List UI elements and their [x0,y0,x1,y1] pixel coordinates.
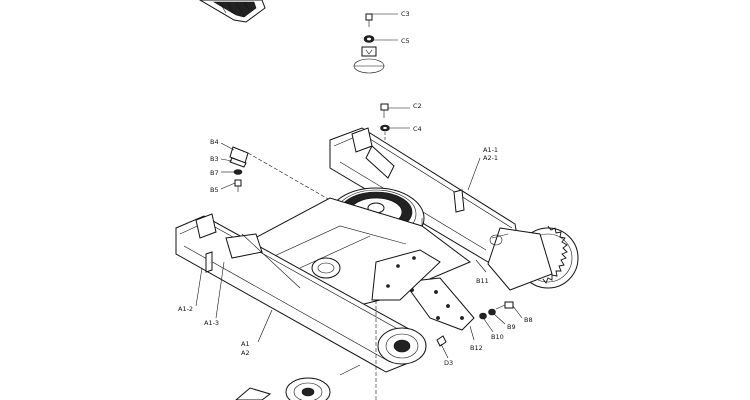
drive-sprocket [487,225,579,291]
callout-c2: C2 [413,102,422,110]
callout-b9: B9 [507,323,516,331]
callout-b5: B5 [210,186,219,194]
callout-b12: B12 [470,344,483,352]
callout-c5: C5 [401,37,410,45]
callout-a2: A2 [241,349,250,357]
callout-c3: C3 [401,10,410,18]
cover-washer-c5 [363,35,375,43]
washer-b7 [233,169,243,175]
callout-b11: B11 [476,277,489,285]
center-screw-c2 [380,103,389,118]
callout-b10: B10 [491,333,504,341]
side-frame-lower [175,213,419,373]
callout-b3: B3 [210,155,219,163]
callout-b4: B4 [210,138,219,146]
callout-a1-2: A1-2 [178,305,193,313]
washer-b9 [488,308,496,316]
washer-b10 [479,312,487,320]
bolt-b5 [234,179,242,192]
callout-a1-3: A1-3 [204,319,219,327]
idler-wheel [377,327,427,365]
callout-a2-1: A2-1 [483,154,498,162]
cover-plate-b12 [403,277,475,331]
cover-plate [353,46,385,74]
callout-b7: B7 [210,169,219,177]
inner-cover-b11 [371,249,441,301]
callout-a1-1: A1-1 [483,146,498,154]
cover-screw-c3 [365,13,373,27]
track-chain-section [199,0,266,23]
callout-d3: D3 [444,359,453,367]
center-washer-c4 [380,124,390,132]
callout-b8: B8 [524,316,533,324]
callout-a1: A1 [241,340,250,348]
callout-c4: C4 [413,125,422,133]
bolt-d3 [436,335,449,359]
bolt-b8 [495,301,514,310]
travel-motor [235,377,331,400]
